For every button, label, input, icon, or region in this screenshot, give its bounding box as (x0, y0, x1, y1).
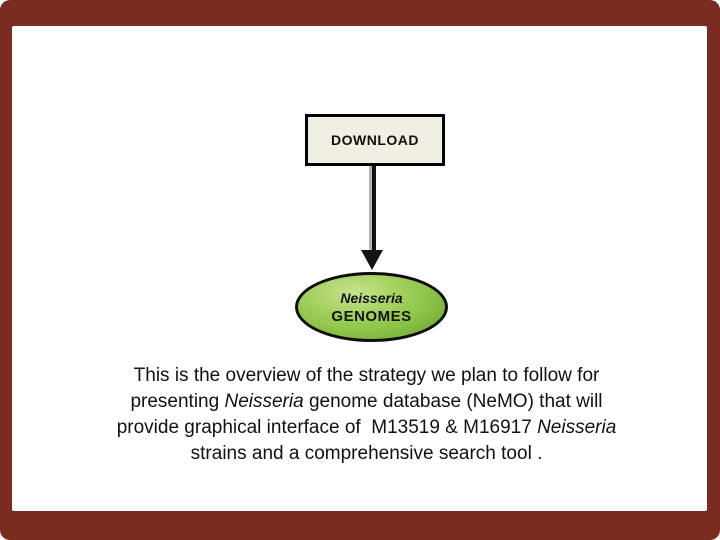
down-arrow-icon (361, 250, 383, 270)
ellipse-neisseria-label: Neisseria (340, 289, 403, 306)
genomes-ellipse: Neisseria GENOMES (295, 272, 448, 342)
download-box: DOWNLOAD (305, 114, 445, 166)
down-arrow-shaft (369, 166, 376, 252)
ellipse-genomes-label: GENOMES (331, 307, 412, 325)
slide-canvas: DOWNLOAD Neisseria GENOMES This is the o… (12, 26, 707, 511)
download-box-label: DOWNLOAD (331, 132, 419, 148)
caption-text: This is the overview of the strategy we … (116, 365, 617, 464)
